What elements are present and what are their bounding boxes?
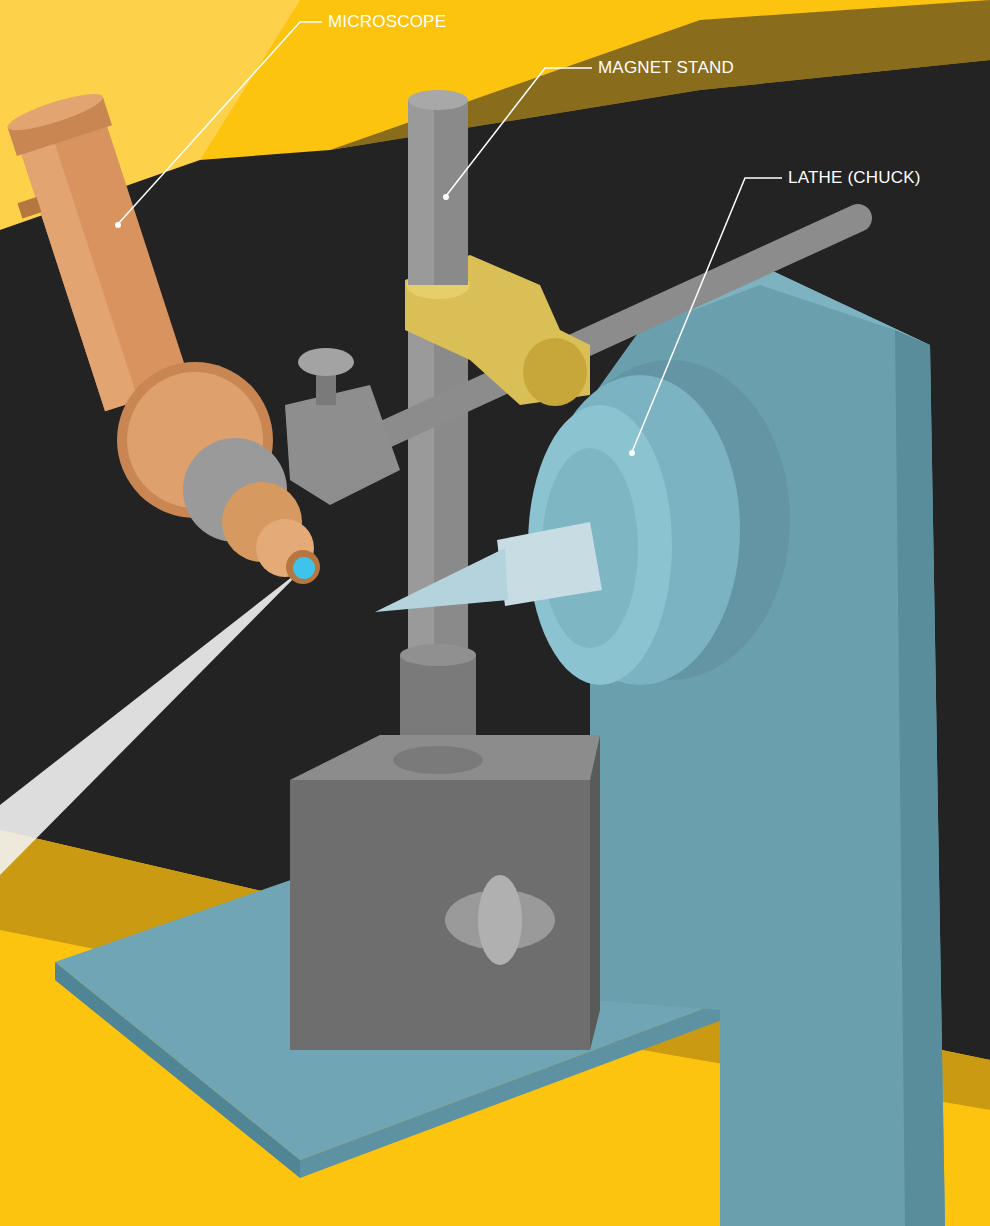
light-beam bbox=[0, 566, 306, 875]
microscope-tube-highlight bbox=[19, 134, 139, 411]
clamp-screw-head bbox=[298, 348, 354, 376]
stand-collar-top bbox=[400, 644, 476, 666]
microscope-tube bbox=[19, 117, 191, 411]
microscope-lens bbox=[293, 557, 315, 579]
base-slab-edge bbox=[55, 962, 300, 1178]
stand-rod-highlight bbox=[408, 100, 434, 285]
leader-dot bbox=[629, 450, 635, 456]
magnet-switch-lever bbox=[478, 875, 522, 965]
magnet-base-side bbox=[590, 735, 600, 1050]
stand-collar-foot bbox=[393, 746, 483, 774]
scope-clamp bbox=[285, 385, 400, 505]
magnet-base bbox=[290, 780, 590, 1050]
leader-line bbox=[632, 178, 782, 452]
microscope-lens-ring bbox=[286, 550, 320, 584]
part-label: LATHE (CHUCK) bbox=[788, 168, 921, 188]
leader-dot bbox=[443, 194, 449, 200]
lathe-plate-side bbox=[895, 330, 945, 1226]
stand-rod-upper bbox=[408, 100, 468, 285]
clamp-knob bbox=[523, 338, 587, 406]
microscope-eyepiece-top bbox=[5, 87, 106, 137]
drill-bit bbox=[375, 548, 508, 612]
part-label: MAGNET STAND bbox=[598, 58, 734, 78]
leader-dot bbox=[115, 222, 121, 228]
part-label: MICROSCOPE bbox=[328, 12, 446, 32]
leader-line bbox=[446, 68, 592, 196]
magnet-base-top bbox=[290, 735, 600, 780]
stand-rod-top bbox=[408, 90, 468, 110]
leader-line bbox=[118, 22, 322, 224]
bit-holder bbox=[497, 522, 602, 606]
microscope-knob bbox=[18, 197, 42, 218]
